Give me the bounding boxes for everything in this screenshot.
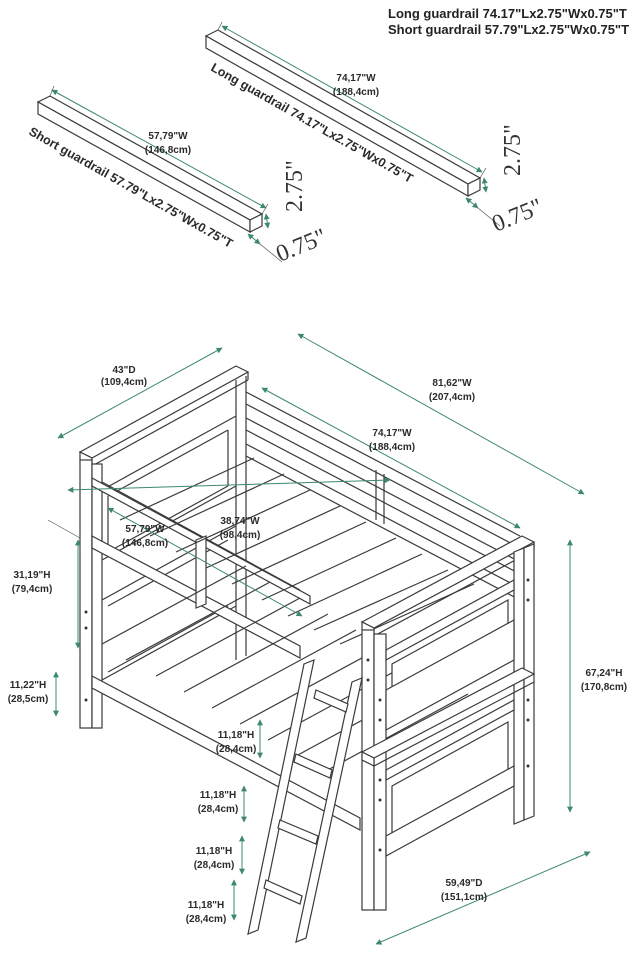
short-guardrail [36, 85, 283, 263]
bed-rail-width-cm: (188,4cm) [369, 442, 415, 453]
bed-lower-height-cm: (28,5cm) [8, 694, 49, 705]
bed-base-depth-cm: (151,1cm) [441, 892, 487, 903]
bunk-bed [78, 365, 536, 943]
long-rail-label: Long guardrail 74.17"Lx2.75"Wx0.75"T [209, 60, 416, 185]
long-guardrail [204, 21, 501, 227]
short-rail-thickness: 0.75" [273, 224, 331, 268]
bed-dimension-lines [47, 333, 591, 945]
short-rail-width-cm: (146,8cm) [145, 145, 191, 156]
bed-short-width-in: 57,79"W [125, 524, 165, 535]
bed-upper-height-cm: (79,4cm) [12, 584, 53, 595]
bed-base-depth-in: 59,49"D [446, 878, 483, 889]
bed-total-height-in: 67,24"H [586, 668, 623, 679]
bed-overall-width-in: 81,62"W [432, 378, 472, 389]
long-rail-height: 2.75" [500, 124, 526, 176]
short-rail-height: 2.75" [282, 160, 308, 212]
bed-lower-height-in: 11,22"H [10, 680, 46, 691]
short-rail-width-in: 57,79"W [148, 131, 188, 142]
bed-upper-height-in: 31,19"H [14, 570, 51, 581]
bed-short-width-cm: (146,8cm) [122, 538, 168, 549]
ladder-step-4-cm: (28,4cm) [186, 914, 227, 925]
bed-depth-cm: (109,4cm) [101, 377, 147, 388]
ladder-step-1-in: 11,18"H [218, 730, 254, 741]
bed-opening-cm: (98,4cm) [220, 530, 261, 541]
bed-total-height-cm: (170,8cm) [581, 682, 627, 693]
bed-depth-in: 43"D [112, 365, 135, 376]
ladder-step-3-cm: (28,4cm) [194, 860, 235, 871]
ladder-step-1-cm: (28,4cm) [216, 744, 257, 755]
legend-long: Long guardrail 74.17"Lx2.75"Wx0.75"T [388, 6, 627, 21]
ladder-step-3-in: 11,18"H [196, 846, 232, 857]
long-rail-width-cm: (188,4cm) [333, 87, 379, 98]
long-rail-width-in: 74,17"W [336, 73, 376, 84]
bed-overall-width-cm: (207,4cm) [429, 392, 475, 403]
ladder-step-4-in: 11,18"H [188, 900, 224, 911]
bed-rail-width-in: 74,17"W [372, 428, 412, 439]
long-rail-thickness: 0.75" [489, 194, 547, 238]
bed-opening-in: 38,74"W [220, 516, 260, 527]
ladder-step-2-cm: (28,4cm) [198, 804, 239, 815]
ladder-step-2-in: 11,18"H [200, 790, 236, 801]
